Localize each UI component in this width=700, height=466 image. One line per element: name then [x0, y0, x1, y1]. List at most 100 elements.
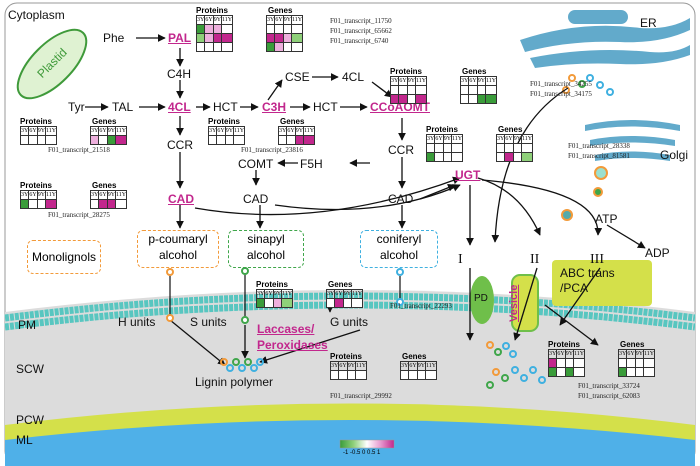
heatmap-cell — [265, 42, 276, 52]
ccoaomt-enzyme: CCoAOMT — [370, 100, 430, 114]
heatmap-cell — [495, 143, 506, 153]
heatmap-cell — [265, 24, 276, 34]
heatmap-col-label: 11Y — [355, 361, 368, 371]
monolignol-stems — [169, 272, 401, 318]
pd-channel — [470, 276, 494, 324]
heatmap-header: Proteins — [390, 67, 423, 76]
ccr-label-2: CCR — [388, 143, 414, 157]
heatmap-cell — [115, 199, 128, 209]
heatmap-cell — [626, 358, 636, 368]
golgi-organelle — [585, 120, 680, 161]
heatmap-col-label: 6Y — [556, 349, 566, 359]
heatmap-cell — [19, 135, 30, 145]
heatmap-cell — [265, 33, 276, 43]
heatmap-cell — [291, 33, 304, 43]
heatmap-cell — [415, 85, 428, 95]
heatmap-cell — [626, 367, 636, 377]
transcript-id-abc: F01_transcript_62083 — [578, 392, 640, 400]
transcript-id-pal: F01_transcript_6740 — [330, 37, 389, 45]
heatmap-cell — [207, 135, 218, 145]
adp-label: ADP — [645, 246, 670, 260]
legend-gradient — [339, 439, 395, 449]
heatmap-cell — [442, 143, 453, 153]
heatmap-col-label: 11Y — [233, 126, 246, 136]
abc-transporter-label: ABC trans /PCA — [560, 266, 615, 295]
4cl-enzyme: 4CL — [168, 100, 191, 114]
heatmap-cell — [643, 367, 656, 377]
heatmap-cell — [573, 367, 586, 377]
heatmap-col-label: 9Y — [36, 126, 47, 136]
heatmap-col-label: 9Y — [106, 126, 117, 136]
transcript-id-ugt: F01_transcript_28338 — [568, 142, 630, 150]
heatmap-cell — [325, 298, 336, 308]
heatmap-col-label: 3Y — [19, 126, 30, 136]
heatmap-cell — [45, 135, 58, 145]
heatmap-cell — [459, 94, 470, 104]
heatmap-cell — [495, 152, 506, 162]
heatmap-cell — [643, 358, 656, 368]
transcript-id-c3h: F01_transcript_23816 — [241, 146, 303, 154]
heatmap-cell — [212, 24, 223, 34]
cytoplasm-label: Cytoplasm — [8, 8, 65, 22]
heatmap-cell — [399, 370, 410, 380]
heatmap-col-label: 11Y — [451, 134, 464, 144]
heatmap-col-label: 9Y — [106, 190, 117, 200]
heatmap-header: Proteins — [208, 117, 241, 126]
heatmap-cell — [564, 367, 575, 377]
heatmap-col-label: 3Y — [495, 134, 506, 144]
s-units-label: S units — [190, 315, 227, 329]
heatmap-cell — [408, 370, 418, 380]
heatmap-col-label: 11Y — [115, 126, 128, 136]
heatmap-cell — [346, 370, 357, 380]
heatmap-col-label: 11Y — [303, 126, 316, 136]
heatmap-cell — [45, 199, 58, 209]
heatmap-cell — [281, 298, 294, 308]
c4h-label: C4H — [167, 67, 192, 81]
laccases-enzyme: Laccases/ — [257, 322, 315, 336]
heatmap-col-label: 3Y — [399, 361, 410, 371]
lignin-polymer-label: Lignin polymer — [195, 375, 274, 389]
heatmap-header: Proteins — [20, 181, 53, 190]
atp-label: ATP — [595, 212, 618, 226]
heatmap-col-label: 6Y — [338, 361, 348, 371]
heatmap-cell — [195, 42, 206, 52]
hct-label-2: HCT — [313, 100, 338, 114]
heatmap-col-label: 6Y — [28, 126, 38, 136]
heatmap-col-label: 11Y — [643, 349, 656, 359]
heatmap-col-label: 3Y — [325, 289, 336, 299]
heatmap-cell — [291, 24, 304, 34]
route-iii-label: III — [590, 252, 604, 267]
heatmap-col-label: 3Y — [617, 349, 628, 359]
heatmap-cell — [485, 94, 498, 104]
heatmap-cell — [442, 152, 453, 162]
heatmap-cell — [425, 143, 436, 153]
heatmap-col-label: 3Y — [547, 349, 558, 359]
heatmap-col-label: 6Y — [264, 289, 274, 299]
heatmap-cell — [212, 33, 223, 43]
heatmap-cell — [106, 199, 117, 209]
heatmap-header: Genes — [92, 181, 117, 190]
heatmap-col-label: 9Y — [476, 76, 487, 86]
heatmap-col-label: 11Y — [425, 361, 438, 371]
heatmap-col-label: 6Y — [434, 134, 444, 144]
transcript-id-pal: F01_transcript_65662 — [330, 27, 392, 35]
heatmap-cell — [98, 199, 108, 209]
pm-label: PM — [18, 318, 36, 332]
heatmap-col-label: 11Y — [45, 126, 58, 136]
heatmap-cell — [425, 370, 438, 380]
heatmap-cell — [389, 85, 400, 95]
heatmap-cell — [476, 94, 487, 104]
heatmap-col-label: 3Y — [459, 76, 470, 86]
heatmap-cell — [351, 298, 364, 308]
heatmap-col-label: 11Y — [485, 76, 498, 86]
hct-label-1: HCT — [213, 100, 238, 114]
heatmap-cell — [451, 152, 464, 162]
heatmap-cell — [512, 143, 523, 153]
heatmap-col-label: 9Y — [442, 134, 453, 144]
heatmap-col-label: 9Y — [564, 349, 575, 359]
heatmap-cell — [286, 135, 296, 145]
heatmap-col-label: 3Y — [89, 126, 100, 136]
heatmap-cell — [106, 135, 117, 145]
heatmap-cell — [504, 152, 514, 162]
heatmap-cell — [547, 358, 558, 368]
